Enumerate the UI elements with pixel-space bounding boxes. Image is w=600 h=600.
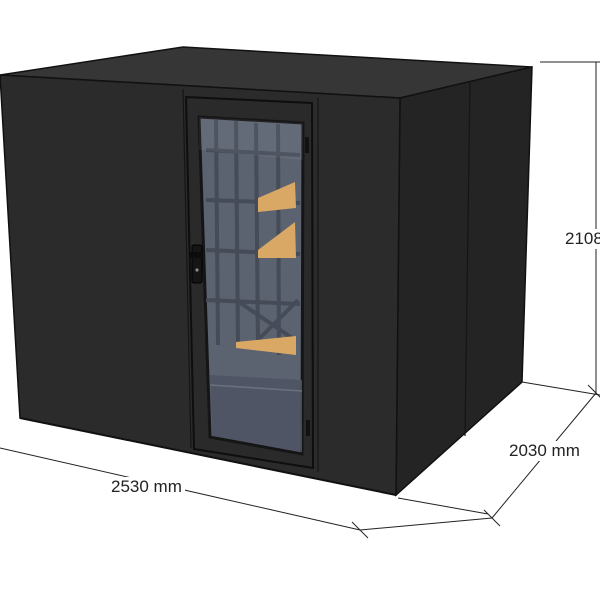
interior-floor xyxy=(210,375,302,452)
interior-shelf xyxy=(236,336,296,355)
depth-extension xyxy=(397,497,489,515)
door-glass-window xyxy=(197,115,305,456)
dimension-tick xyxy=(483,509,501,527)
interior-shelf xyxy=(258,222,296,258)
dimension-tick xyxy=(351,521,369,539)
depth-dimension-label: 2030 mm xyxy=(506,441,583,461)
lever-handle-icon[interactable] xyxy=(189,244,203,284)
depth-dimension-line xyxy=(359,517,493,531)
front-bottom-edge xyxy=(19,417,397,496)
cabinet-side-panel xyxy=(395,66,533,497)
interior-rack xyxy=(205,119,301,356)
glass-reflection xyxy=(199,117,303,160)
front-panel-seam-left xyxy=(182,88,192,449)
height-dimension-label: 2108 xyxy=(562,229,600,249)
dimension-tick xyxy=(587,384,600,398)
hinge-icon xyxy=(305,137,309,153)
interior-shelf xyxy=(258,182,296,212)
side-panel-seam xyxy=(464,81,471,437)
width-dimension-label: 2530 mm xyxy=(108,477,185,497)
hinge-icon xyxy=(306,420,310,436)
height-extension-bottom xyxy=(521,381,600,396)
